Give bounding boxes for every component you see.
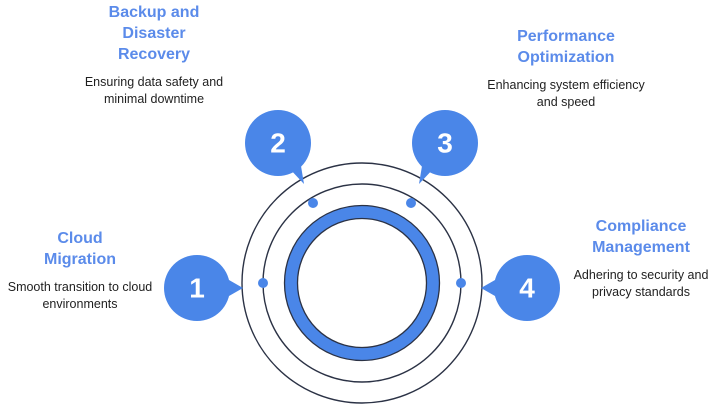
ring-group <box>241 162 483 404</box>
step-badge-2-number: 2 <box>270 128 286 159</box>
step-label-3: Performance Optimization Enhancing syste… <box>480 26 652 111</box>
step-label-4-title-line-2: Management <box>592 239 690 256</box>
step-label-2: Backup and Disaster Recovery Ensuring da… <box>68 2 240 108</box>
step-badge-4[interactable]: 4 <box>481 255 560 321</box>
step-label-4-title: Compliance Management <box>562 216 720 258</box>
step-badge-1[interactable]: 1 <box>164 255 243 321</box>
core-ring <box>296 217 428 349</box>
step-badge-3-circle <box>412 110 478 176</box>
step-label-3-title-line-2: Optimization <box>517 49 615 66</box>
inner-thin-ring <box>283 204 441 362</box>
step-label-3-description: Enhancing system efficiency and speed <box>487 78 645 109</box>
step-label-4-description: Adhering to security and privacy standar… <box>573 268 709 299</box>
step-label-2-title-line-1: Backup and <box>108 4 200 21</box>
step-label-3-title-line-1: Performance <box>517 28 615 45</box>
step-badge-1-number: 1 <box>189 273 205 304</box>
step-label-1-title-line-1: Cloud <box>57 230 103 247</box>
step-label-3-title: Performance Optimization <box>480 26 652 68</box>
step-label-4: Compliance Management Adhering to securi… <box>562 216 720 301</box>
step-badge-4-circle <box>494 255 560 321</box>
step-label-2-title-line-3: Recovery <box>117 46 191 63</box>
connector-dot-1 <box>258 278 268 288</box>
step-label-1-title: Cloud Migration <box>0 228 160 270</box>
connector-dot-2 <box>308 198 318 208</box>
step-label-2-description: Ensuring data safety and minimal downtim… <box>84 75 224 106</box>
step-badge-2-circle <box>245 110 311 176</box>
step-label-2-title: Backup and Disaster Recovery <box>68 2 240 65</box>
step-label-4-title-line-1: Compliance <box>595 218 687 235</box>
step-label-2-title-line-2: Disaster <box>122 25 186 42</box>
step-badge-3-number: 3 <box>437 128 453 159</box>
connector-dot-4 <box>456 278 466 288</box>
step-badge-1-circle <box>164 255 230 321</box>
connector-dot-group <box>258 198 466 288</box>
step-badge-2[interactable]: 2 <box>245 110 311 184</box>
inner-accent-ring <box>284 205 440 361</box>
step-badge-3[interactable]: 3 <box>412 110 478 184</box>
step-label-1-title-line-2: Migration <box>44 251 116 268</box>
step-label-1-description: Smooth transition to cloud environments <box>7 280 153 311</box>
step-badge-4-number: 4 <box>519 273 535 304</box>
outer-ring <box>241 162 483 404</box>
connector-dot-3 <box>406 198 416 208</box>
step-label-1: Cloud Migration Smooth transition to clo… <box>0 228 160 313</box>
